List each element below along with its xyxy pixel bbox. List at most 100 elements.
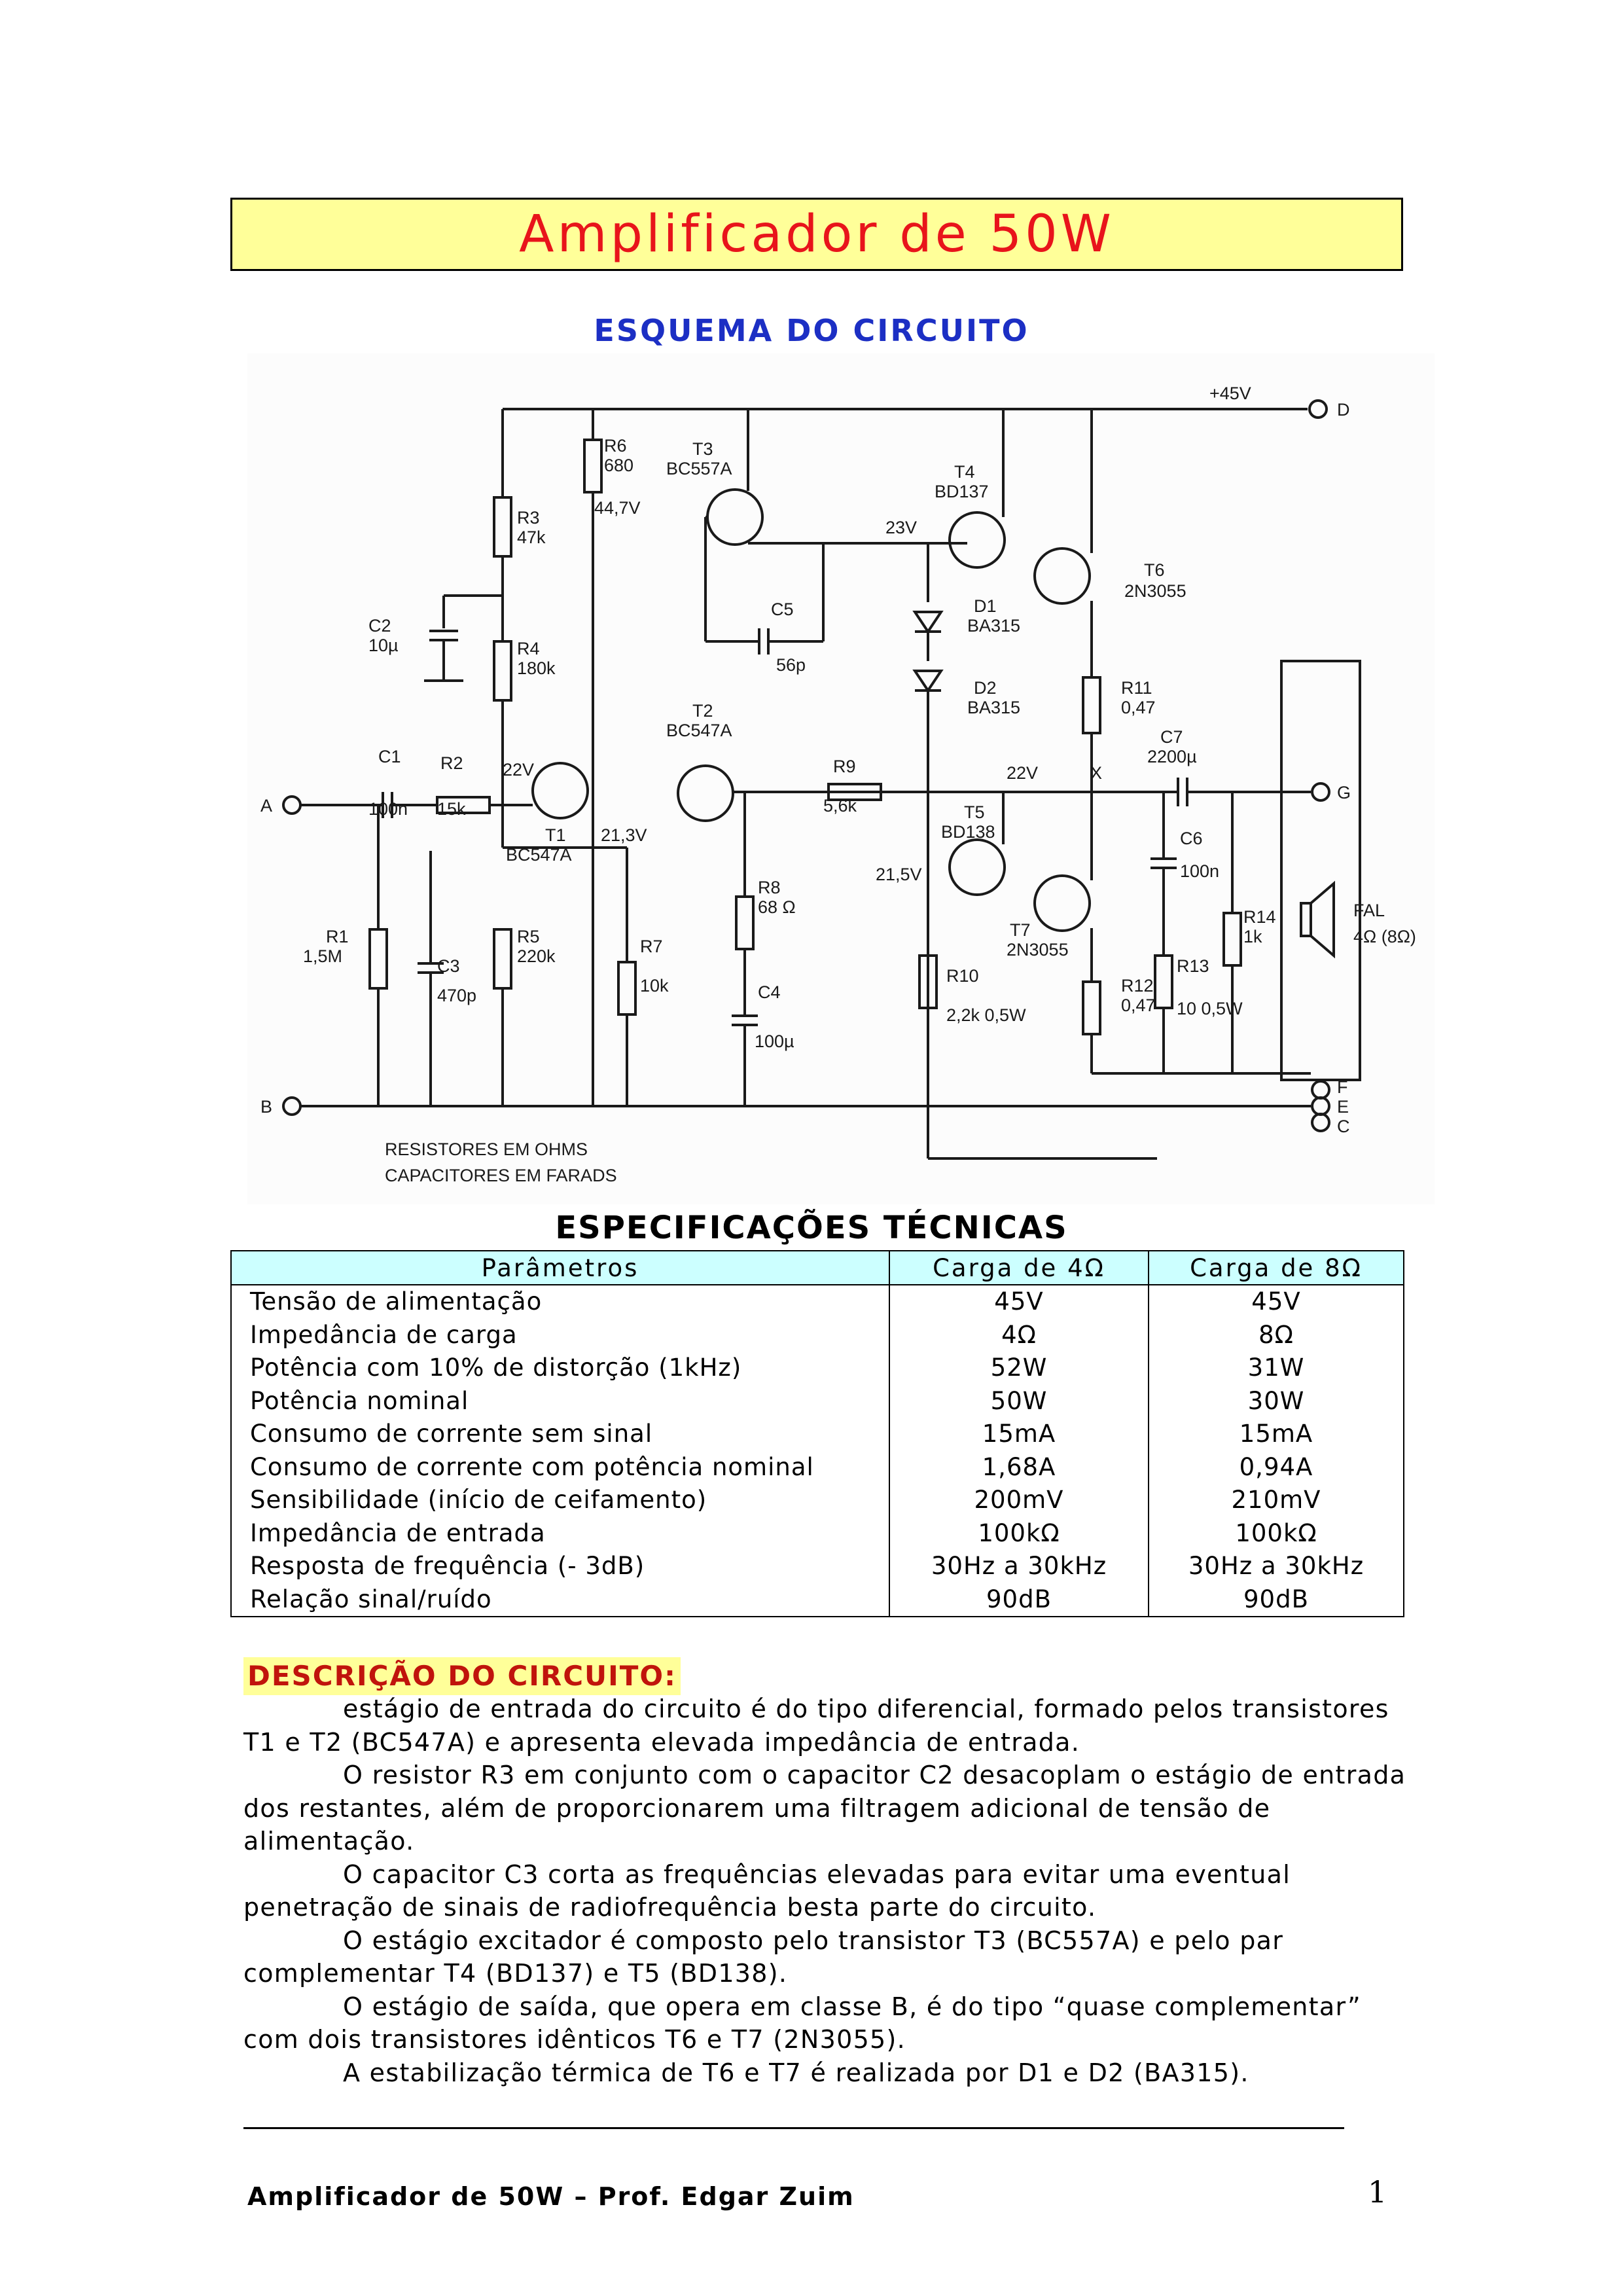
value-cell: 45V (889, 1285, 1149, 1319)
terminal-c: C (1337, 1117, 1350, 1136)
voltage-label: 22V (503, 760, 534, 780)
table-row: Sensibilidade (início de ceifamento)200m… (230, 1484, 1404, 1517)
comp-value: 1k (1243, 927, 1262, 946)
value-cell: 4Ω (889, 1318, 1149, 1352)
table-row: Consumo de corrente com potência nominal… (230, 1450, 1404, 1484)
comp-value: BC547A (506, 845, 572, 865)
comp-ref: C3 (437, 956, 460, 976)
value-cell: 1,68A (889, 1450, 1149, 1484)
voltage-label: 23V (885, 518, 917, 537)
circuit-schematic: +45V D A B G F E C R3 47k R6 680 T3 BC55… (247, 353, 1435, 1204)
header-4ohm: Carga de 4Ω (889, 1250, 1149, 1285)
value-cell: 15mA (889, 1418, 1149, 1451)
comp-ref: T7 (1010, 920, 1031, 940)
comp-value: 220k (517, 946, 556, 966)
paragraph: O capacitor C3 corta as frequências elev… (243, 1859, 1291, 1922)
specs-table: Parâmetros Carga de 4Ω Carga de 8Ω Tensã… (230, 1250, 1404, 1617)
voltage-label: 21,5V (876, 865, 922, 884)
comp-value: BA315 (967, 698, 1020, 717)
comp-value: 180k (517, 658, 556, 678)
schematic-note: RESISTORES EM OHMS (385, 1139, 588, 1159)
comp-ref: R1 (326, 927, 349, 946)
comp-value: BD137 (935, 482, 989, 501)
comp-value: 56p (776, 655, 806, 675)
comp-value: BA315 (967, 616, 1020, 636)
schematic-note: CAPACITORES EM FARADS (385, 1166, 617, 1185)
comp-value: 0,47 (1121, 996, 1156, 1015)
value-cell: 100kΩ (889, 1516, 1149, 1550)
comp-ref: C5 (771, 600, 794, 619)
comp-ref: R10 (946, 966, 979, 986)
value-cell: 30W (1148, 1384, 1404, 1418)
paragraph: O estágio de saída, que opera em classe … (243, 1992, 1361, 2054)
specs-heading: ESPECIFICAÇÕES TÉCNICAS (555, 1210, 1068, 1246)
voltage-label: 21,3V (601, 825, 647, 845)
comp-value: BC557A (666, 459, 732, 478)
voltage-label: 22V (1007, 763, 1038, 783)
comp-value: 470p (437, 986, 476, 1005)
value-cell: 50W (889, 1384, 1149, 1418)
comp-value: 1,5M (303, 946, 342, 966)
comp-ref: R7 (640, 937, 663, 956)
comp-value: 15k (437, 799, 466, 819)
comp-ref: R13 (1177, 956, 1209, 976)
terminal-g: G (1337, 783, 1351, 802)
comp-value: 0,47 (1121, 698, 1156, 717)
value-cell: 100kΩ (1148, 1516, 1404, 1550)
value-cell: 90dB (1148, 1583, 1404, 1617)
schematic-heading: ESQUEMA DO CIRCUITO (594, 313, 1029, 348)
comp-ref: C6 (1180, 829, 1203, 848)
comp-value: 10 0,5W (1177, 999, 1243, 1018)
comp-ref: R3 (517, 508, 540, 528)
comp-value: 4Ω (8Ω) (1353, 927, 1416, 946)
comp-ref: R2 (440, 753, 463, 773)
comp-value: 10µ (368, 636, 399, 655)
comp-value: 47k (517, 528, 546, 547)
comp-value: 100µ (755, 1031, 794, 1051)
comp-ref: C1 (378, 747, 401, 766)
value-cell: 45V (1148, 1285, 1404, 1319)
footer-text: Amplificador de 50W – Prof. Edgar Zuim (247, 2182, 855, 2211)
comp-ref: T3 (692, 439, 713, 459)
footer-divider (243, 2127, 1344, 2129)
terminal-e: E (1337, 1097, 1349, 1117)
comp-ref: R9 (833, 757, 856, 776)
comp-ref: R4 (517, 639, 540, 658)
param-cell: Sensibilidade (início de ceifamento) (230, 1484, 890, 1517)
param-cell: Impedância de entrada (230, 1516, 890, 1550)
comp-ref: C4 (758, 982, 781, 1002)
comp-ref: R5 (517, 927, 540, 946)
param-cell: Potência com 10% de distorção (1kHz) (230, 1352, 890, 1385)
description-text: estágio de entrada do circuito é do tipo… (243, 1693, 1408, 2089)
schematic-labels: +45V D A B G F E C R3 47k R6 680 T3 BC55… (260, 384, 1416, 1185)
param-cell: Consumo de corrente sem sinal (230, 1418, 890, 1451)
comp-value: 2200µ (1147, 747, 1197, 766)
value-cell: 8Ω (1148, 1318, 1404, 1352)
param-cell: Impedância de carga (230, 1318, 890, 1352)
terminal-a: A (260, 796, 272, 816)
comp-value: 680 (604, 456, 633, 475)
table-header-row: Parâmetros Carga de 4Ω Carga de 8Ω (230, 1250, 1404, 1285)
comp-ref: D2 (974, 678, 997, 698)
comp-value: 68 Ω (758, 897, 796, 917)
param-cell: Relação sinal/ruído (230, 1583, 890, 1617)
terminal-b: B (260, 1097, 272, 1117)
comp-ref: R11 (1121, 678, 1152, 698)
comp-ref: T5 (964, 802, 985, 822)
page-number: 1 (1368, 2174, 1387, 2210)
value-cell: 200mV (889, 1484, 1149, 1517)
value-cell: 210mV (1148, 1484, 1404, 1517)
comp-ref: T4 (954, 462, 975, 482)
comp-value: 5,6k (823, 796, 857, 816)
param-cell: Potência nominal (230, 1384, 890, 1418)
comp-ref: T1 (545, 825, 566, 845)
comp-ref: R12 (1121, 976, 1154, 996)
comp-ref: C2 (368, 616, 391, 636)
comp-ref: R6 (604, 436, 627, 456)
